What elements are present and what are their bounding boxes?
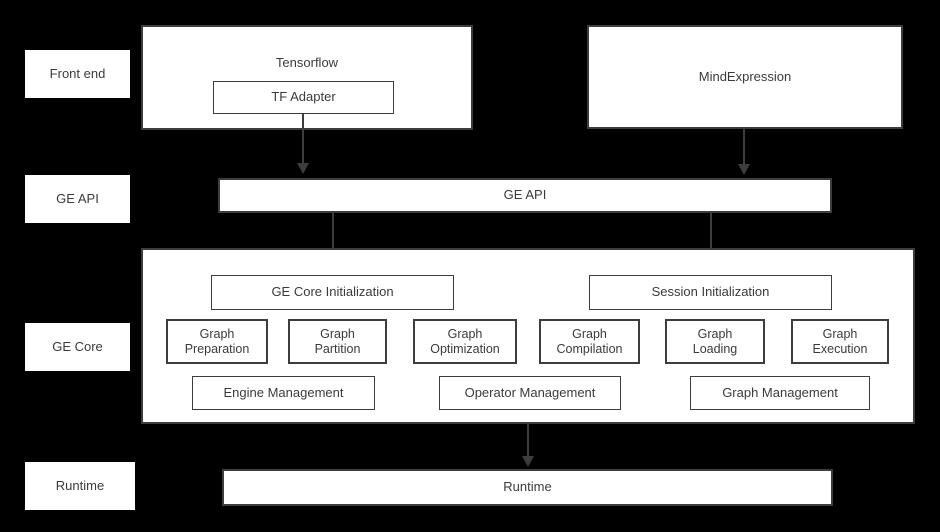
stage-line-1: Graph <box>320 327 355 342</box>
ge-api-bar[interactable]: GE API <box>218 178 832 213</box>
arrow-ge-api-to-session-init-line <box>710 213 712 255</box>
stage-line-1: Graph <box>199 327 235 342</box>
frontend-tf-adapter-box[interactable]: TF Adapter <box>213 81 394 114</box>
stage-line-2: Compilation <box>556 341 623 356</box>
arrow-mindexpression-to-ge-api-line <box>743 129 745 165</box>
tier-label-front-end-text: Front end <box>49 65 106 81</box>
frontend-tf-adapter-label: TF Adapter <box>271 89 336 105</box>
session-initialization-box[interactable]: Session Initialization <box>589 275 832 310</box>
ge-core-operator-management-box[interactable]: Operator Management <box>439 376 621 410</box>
ge-core-stage-graph-optimization[interactable]: Graph Optimization <box>413 319 517 364</box>
ge-core-stage-graph-partition[interactable]: Graph Partition <box>288 319 387 364</box>
session-initialization-label: Session Initialization <box>651 284 770 300</box>
stage-line-1: Graph <box>822 327 858 342</box>
tier-label-front-end: Front end <box>25 50 130 98</box>
frontend-mindexpression-label: MindExpression <box>698 68 792 84</box>
operator-management-label: Operator Management <box>464 384 596 400</box>
stage-line-2: Execution <box>812 341 868 356</box>
tier-label-ge-core: GE Core <box>25 323 130 371</box>
ge-api-bar-label: GE API <box>503 187 547 203</box>
ge-core-stage-graph-compilation[interactable]: Graph Compilation <box>539 319 640 364</box>
frontend-tensorflow-box[interactable] <box>141 25 473 130</box>
ge-core-engine-management-box[interactable]: Engine Management <box>192 376 375 410</box>
ge-core-initialization-label: GE Core Initialization <box>271 284 394 300</box>
stage-line-2: Preparation <box>184 341 250 356</box>
ge-core-stage-graph-execution[interactable]: Graph Execution <box>791 319 889 364</box>
ge-core-stage-graph-preparation[interactable]: Graph Preparation <box>166 319 268 364</box>
ge-core-stage-graph-loading[interactable]: Graph Loading <box>665 319 765 364</box>
stage-line-1: Graph <box>447 327 483 342</box>
frontend-tensorflow-label: Tensorflow <box>275 55 339 70</box>
tier-label-ge-api-text: GE API <box>56 190 99 206</box>
tier-label-runtime: Runtime <box>25 462 135 510</box>
tier-label-runtime-text: Runtime <box>55 477 105 493</box>
graph-management-label: Graph Management <box>722 384 838 400</box>
arrow-tf-adapter-to-ge-api-line <box>302 114 304 164</box>
arrow-tf-adapter-to-ge-api-head <box>297 163 309 174</box>
arrow-ge-core-to-runtime-head <box>522 456 534 467</box>
arrow-mindexpression-to-ge-api-head <box>738 164 750 175</box>
tier-label-ge-core-text: GE Core <box>52 338 103 354</box>
runtime-bar-label: Runtime <box>503 479 552 495</box>
ge-core-initialization-box[interactable]: GE Core Initialization <box>211 275 454 310</box>
frontend-mindexpression-box[interactable]: MindExpression <box>587 25 903 129</box>
stage-line-2: Loading <box>692 341 738 356</box>
stage-line-2: Optimization <box>430 341 500 356</box>
stage-line-2: Partition <box>314 341 361 356</box>
stage-line-1: Graph <box>697 327 733 342</box>
arrow-ge-core-to-runtime-line <box>527 424 529 457</box>
tier-label-ge-api: GE API <box>25 175 130 223</box>
runtime-bar[interactable]: Runtime <box>222 469 833 506</box>
arrow-ge-api-to-ge-core-init-line <box>332 213 334 255</box>
engine-management-label: Engine Management <box>223 384 344 400</box>
stage-line-1: Graph <box>572 327 607 342</box>
ge-core-graph-management-box[interactable]: Graph Management <box>690 376 870 410</box>
